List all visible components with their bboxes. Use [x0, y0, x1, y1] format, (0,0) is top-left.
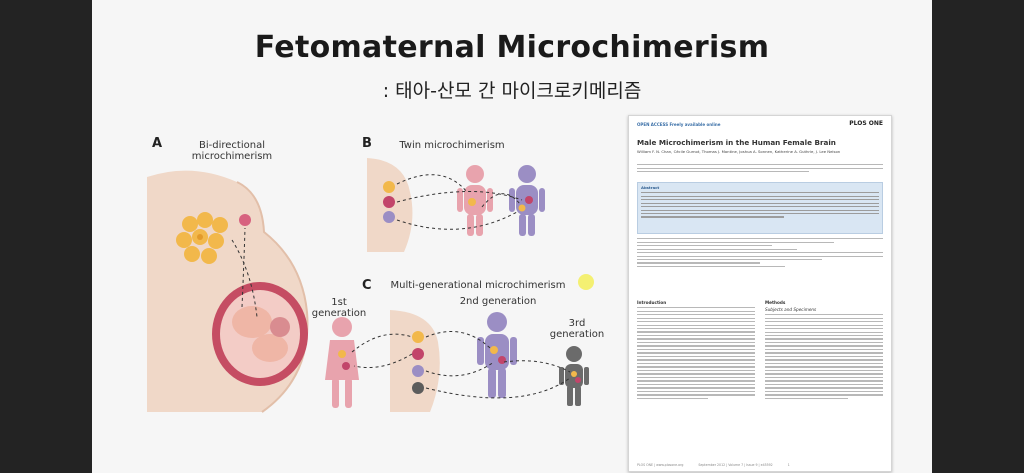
- paper-column-right: Methods Subjects and Specimens: [765, 300, 883, 401]
- paper-abstract-box: Abstract: [637, 182, 883, 234]
- journal-badge: OPEN ACCESS Freely available online: [637, 122, 721, 127]
- panel-c-transfer-arrows: [351, 331, 571, 399]
- cursor-highlight: [578, 274, 594, 290]
- microchimerism-figure: A Bi-directional microchimerism B Twin m…: [142, 122, 604, 422]
- paper-citation-metadata: [637, 236, 883, 296]
- abstract-heading: Abstract: [641, 185, 660, 190]
- journal-article-page: OPEN ACCESS Freely available online PLOS…: [628, 115, 892, 472]
- panel-c-gen2-figure: [477, 312, 517, 398]
- section-methods: Methods: [765, 300, 786, 305]
- section-introduction: Introduction: [637, 300, 667, 305]
- slide-title: Fetomaternal Microchimerism: [254, 30, 770, 65]
- paper-footer: PLOS ONE | www.plosone.org September 201…: [637, 463, 883, 467]
- panel-c-gen2-torso: [390, 310, 440, 412]
- footer-page: 1: [787, 463, 790, 467]
- paper-affiliations: [637, 162, 883, 178]
- plos-logo: PLOS ONE: [849, 120, 883, 127]
- panel-b-mother-torso: [367, 158, 413, 252]
- gen1-label: 1st generation: [311, 297, 367, 319]
- paper-column-left: Introduction: [637, 300, 755, 401]
- slide-subtitle: : 태아-산모 간 마이크로키메리즘: [382, 80, 642, 102]
- panel-a-label: Bi-directional microchimerism: [177, 140, 287, 162]
- footer-journal: PLOS ONE | www.plosone.org: [637, 463, 684, 467]
- panel-b-twin-purple: [509, 165, 545, 236]
- figure-artwork: [147, 158, 589, 413]
- uterus-with-fetus: [212, 282, 308, 386]
- presentation-slide: Fetomaternal Microchimerism : 태아-산모 간 마이…: [92, 0, 932, 473]
- paper-authors: William F. N. Chan, Cécile Gurnot, Thoma…: [637, 149, 841, 154]
- gen2-label: 2nd generation: [459, 296, 537, 307]
- maternal-cell-cluster: [176, 212, 228, 264]
- fetal-cell: [239, 214, 251, 226]
- panel-a-label-line2: microchimerism: [191, 151, 273, 162]
- gen3-label: 3rd generation: [549, 318, 605, 340]
- paper-header: OPEN ACCESS Freely available online PLOS…: [637, 120, 883, 127]
- panel-c-gen1-figure: [325, 317, 359, 408]
- panel-b-label: Twin microchimerism: [399, 140, 505, 151]
- panel-a-letter: A: [152, 136, 163, 151]
- paper-title: Male Microchimerism in the Human Female …: [637, 138, 836, 147]
- section-subjects: Subjects and Specimens: [765, 307, 817, 312]
- panel-a-transfer-arrows: [231, 227, 258, 318]
- footer-issue: September 2012 | Volume 7 | Issue 9 | e4…: [698, 463, 773, 467]
- panel-b-transfer-arrows: [396, 174, 523, 230]
- panel-c-gen3-figure: [559, 346, 589, 406]
- panel-b-twin-pink: [457, 165, 493, 236]
- panel-b-letter: B: [362, 136, 372, 151]
- panel-c-label: Multi-generational microchimerism: [390, 280, 566, 291]
- panel-c-letter: C: [362, 278, 372, 293]
- panel-a-label-line1: Bi-directional: [199, 140, 265, 151]
